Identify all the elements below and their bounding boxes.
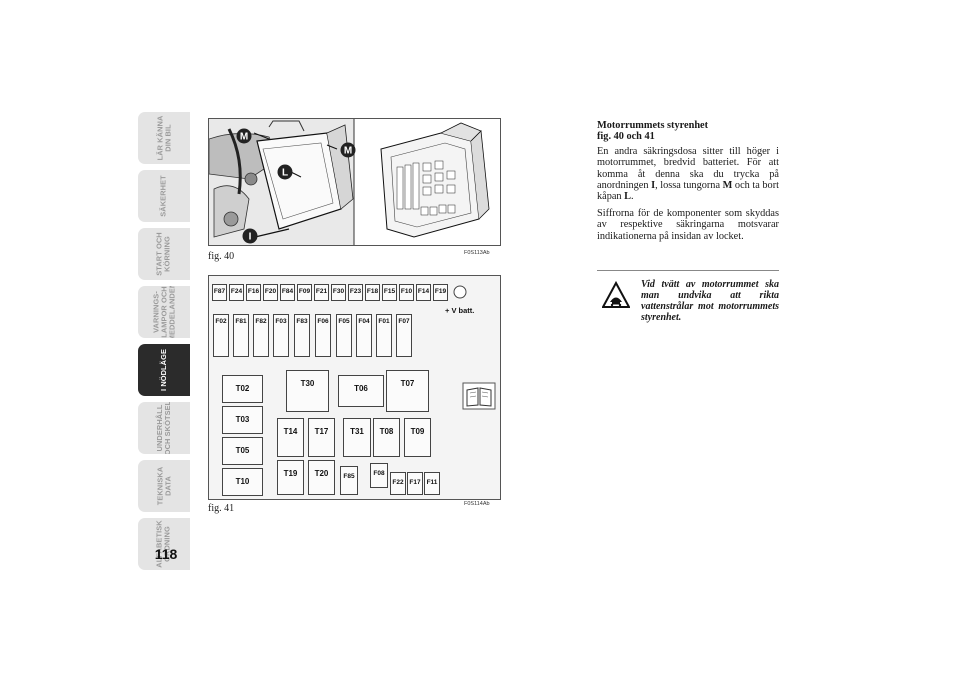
fuse-f87: F87 <box>212 284 227 301</box>
callout-m-left-icon: M <box>236 128 252 144</box>
fuse-f14: F14 <box>416 284 431 301</box>
callout-l-icon: L <box>277 164 293 180</box>
battery-terminal-icon <box>453 285 467 299</box>
fuse-f21: F21 <box>314 284 329 301</box>
relay-t03: T03 <box>222 406 263 434</box>
fuse-f04: F04 <box>356 314 372 357</box>
vbatt-label: + V batt. <box>445 306 475 315</box>
tab-varningslampor[interactable]: VARNINGS- LAMPOR OCH MEDDELANDEN <box>138 286 190 338</box>
fig41-caption: fig. 41 <box>208 503 235 514</box>
fuse-f11: F11 <box>424 472 440 495</box>
tab-alfabetisk[interactable]: ALFABETISK ORDNING <box>138 518 190 570</box>
relay-t14: T14 <box>277 418 304 457</box>
tab-underhall[interactable]: UNDERHÅLL OCH SKÖTSEL <box>138 402 190 454</box>
fuse-f84: F84 <box>280 284 295 301</box>
fig41-code: F0S114Ab <box>464 501 490 507</box>
relay-t31: T31 <box>343 418 371 457</box>
fuse-f03: F03 <box>273 314 289 357</box>
relay-t02: T02 <box>222 375 263 403</box>
svg-text:M: M <box>344 146 352 157</box>
fuse-f05: F05 <box>336 314 352 357</box>
relay-t08: T08 <box>373 418 400 457</box>
warning-text: Vid tvätt av motorrummet ska man undvika… <box>641 279 779 323</box>
relay-t20: T20 <box>308 460 335 495</box>
fuse-f01: F01 <box>376 314 392 357</box>
fuse-f83: F83 <box>294 314 310 357</box>
warning-note: Vid tvätt av motorrummet ska man undvika… <box>597 270 779 323</box>
relay-t06: T06 <box>338 375 384 407</box>
relay-t09: T09 <box>404 418 431 457</box>
warning-triangle-icon <box>602 281 630 308</box>
fuse-f81: F81 <box>233 314 249 357</box>
fuse-f23: F23 <box>348 284 363 301</box>
relay-t07: T07 <box>386 370 429 412</box>
fuse-f20: F20 <box>263 284 278 301</box>
fuse-f10: F10 <box>399 284 414 301</box>
relay-t17: T17 <box>308 418 335 457</box>
page-number: 118 <box>154 546 178 562</box>
fuse-f24: F24 <box>229 284 244 301</box>
tab-sakerhet[interactable]: SÄKERHET <box>138 170 190 222</box>
fuse-f09: F09 <box>297 284 312 301</box>
tab-tekniska-data[interactable]: TEKNISKA DATA <box>138 460 190 512</box>
fig40-caption: fig. 40 <box>208 251 235 262</box>
figure-41-fuse-layout: F87 F24 F16 F20 F84 F09 F21 F30 F23 F18 … <box>208 275 501 500</box>
relay-t10: T10 <box>222 468 263 496</box>
fuse-f17: F17 <box>407 472 423 495</box>
relay-t05: T05 <box>222 437 263 465</box>
paragraph-2: Siffrorna för de komponenter som skyddas… <box>597 207 779 242</box>
fuse-f19: F19 <box>433 284 448 301</box>
svg-text:I: I <box>249 232 252 243</box>
fuse-f22: F22 <box>390 472 406 495</box>
fig40-code: F0S113Ab <box>464 250 490 256</box>
relay-t19: T19 <box>277 460 304 495</box>
manual-book-icon <box>462 382 496 410</box>
figure-40-engine-bay: M M L I <box>208 118 501 246</box>
fuse-f30: F30 <box>331 284 346 301</box>
svg-text:M: M <box>240 132 248 143</box>
fuse-f07: F07 <box>396 314 412 357</box>
tab-start-korning[interactable]: START OCH KÖRNING <box>138 228 190 280</box>
fuse-f02: F02 <box>213 314 229 357</box>
fuse-f18: F18 <box>365 284 380 301</box>
fuse-f85: F85 <box>340 466 358 495</box>
fuse-f08: F08 <box>370 463 388 488</box>
fuse-f15: F15 <box>382 284 397 301</box>
svg-text:L: L <box>282 168 288 179</box>
callout-i-icon: I <box>242 228 258 244</box>
fuse-f82: F82 <box>253 314 269 357</box>
fuse-f16: F16 <box>246 284 261 301</box>
relay-t30: T30 <box>286 370 329 412</box>
tab-lar-kanna[interactable]: LÄR KÄNNA DIN BIL <box>138 112 190 164</box>
callout-m-right-icon: M <box>340 142 356 158</box>
paragraph-1: En andra säkringsdosa sitter till höger … <box>597 145 779 203</box>
fuse-f06: F06 <box>315 314 331 357</box>
tab-i-nodlage[interactable]: I NÖDLÄGE <box>138 344 190 396</box>
engine-bay-illustration <box>209 119 500 245</box>
